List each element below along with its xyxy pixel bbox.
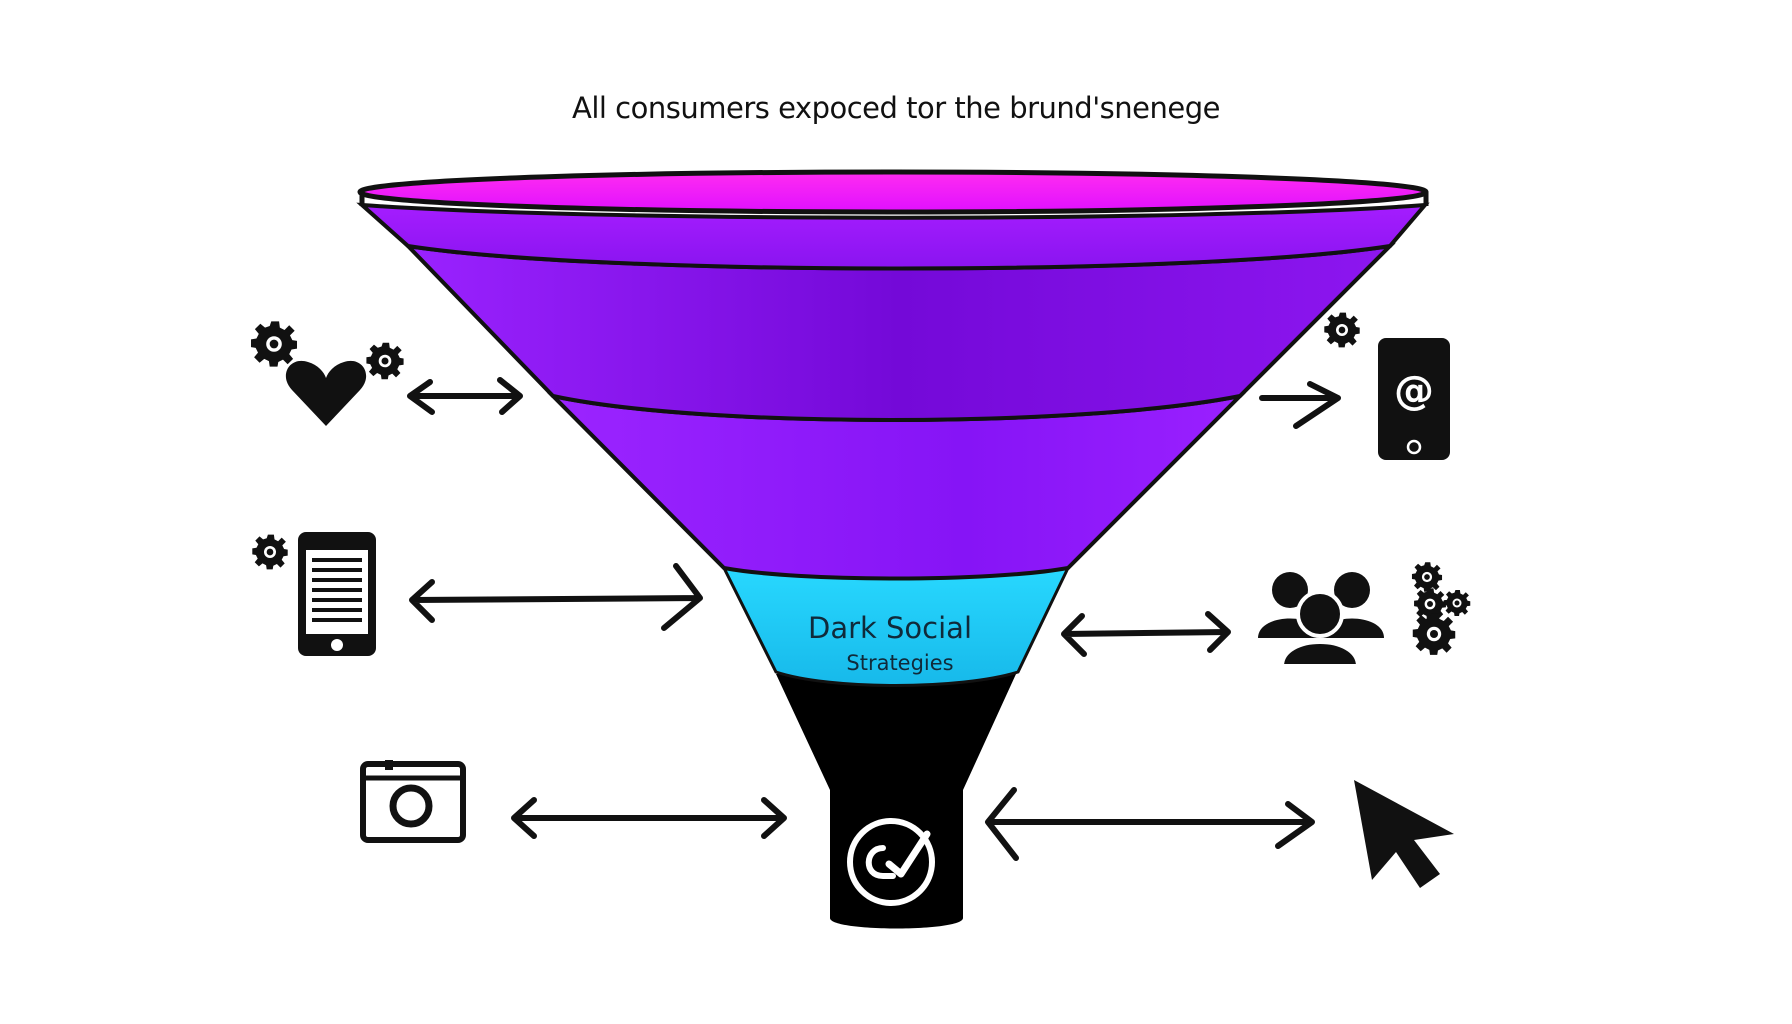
brand-check-icon [847,818,935,906]
funnel-rim [357,169,1429,215]
smartphone-at-icon: @ [1378,338,1450,460]
funnel-spout [776,674,1016,929]
gear-icon [366,342,404,380]
funnel-section-middle [402,243,1396,422]
cursor-pointer-icon [1354,780,1454,888]
double-arrow [409,563,703,631]
svg-text:@: @ [1394,368,1434,414]
gear-icon [252,534,288,570]
funnel-section-upper [356,202,1430,271]
heart-icon [285,360,367,426]
gear-icon [1324,312,1360,348]
funnel: Dark Social Strategies [356,169,1430,929]
gear-icon [250,321,298,367]
double-arrow [1061,611,1231,657]
gear-icon [1411,562,1471,655]
users-group-icon [1258,572,1384,668]
double-arrow [407,377,523,415]
funnel-label-main: Dark Social [808,611,972,645]
right-arrow [1259,381,1341,429]
double-arrow [985,787,1315,861]
funnel-section-lower [546,392,1247,581]
double-arrow [511,797,787,839]
funnel-label-sub: Strategies [846,651,953,675]
browser-camera-icon [360,760,466,843]
diagram-title: All consumers expoced tor the brund'snen… [572,91,1220,125]
smartphone-document-icon [298,532,376,656]
